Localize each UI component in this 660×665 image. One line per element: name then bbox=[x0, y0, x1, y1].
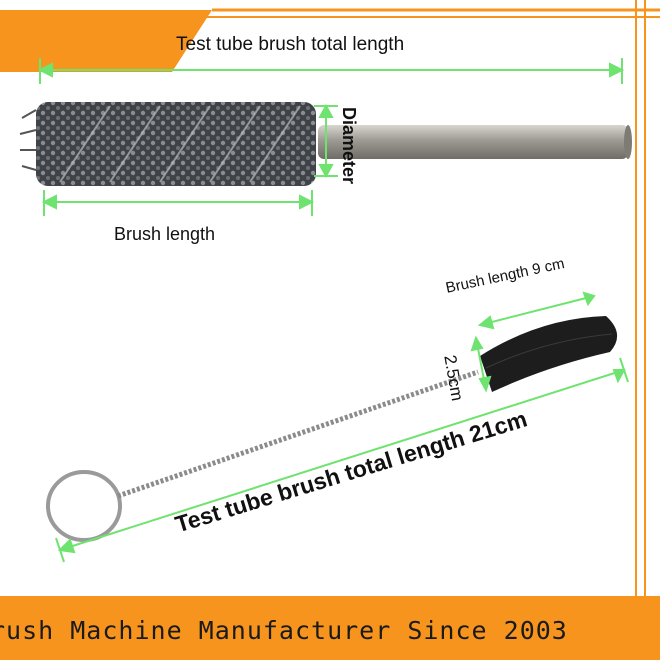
brush-length-label: Brush length bbox=[114, 224, 216, 244]
large-brush bbox=[19, 102, 632, 186]
small-brush-length-dimension bbox=[477, 291, 596, 330]
small-total-length-dimension bbox=[55, 357, 629, 563]
brush-length-dimension bbox=[41, 190, 315, 216]
footer-banner: rush Machine Manufacturer Since 2003 bbox=[0, 596, 660, 660]
total-length-dimension bbox=[37, 58, 625, 84]
small-diameter-dimension bbox=[470, 335, 492, 393]
small-test-tube-brush bbox=[46, 316, 618, 542]
diameter-dimension bbox=[314, 103, 338, 179]
diameter-label: Diameter bbox=[339, 106, 360, 185]
top-orange-banner bbox=[0, 10, 212, 72]
top-total-length-label: Test tube brush total length bbox=[176, 34, 405, 55]
footer-text: rush Machine Manufacturer Since 2003 bbox=[0, 616, 568, 645]
